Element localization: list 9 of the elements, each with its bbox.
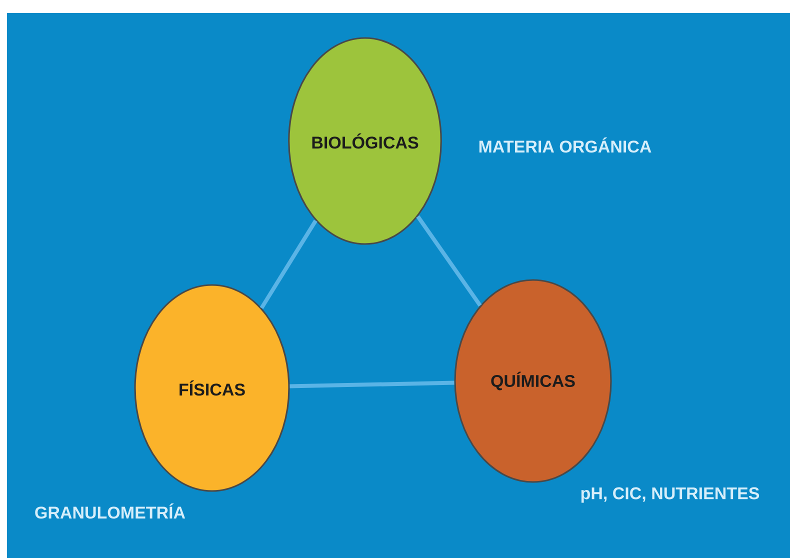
- connector-line: [260, 220, 318, 310]
- circle-node: BIOLÓGICAS: [288, 37, 442, 245]
- circle-node: QUÍMICAS: [454, 279, 612, 483]
- connector-line: [416, 215, 482, 307]
- side-label: GRANULOMETRÍA: [35, 503, 186, 519]
- circle-node: FÍSICAS: [134, 284, 290, 492]
- side-label: MATERIA ORGÁNICA: [479, 137, 652, 153]
- connector-line: [290, 380, 454, 388]
- side-label: pH, CIC, NUTRIENTES: [581, 487, 760, 503]
